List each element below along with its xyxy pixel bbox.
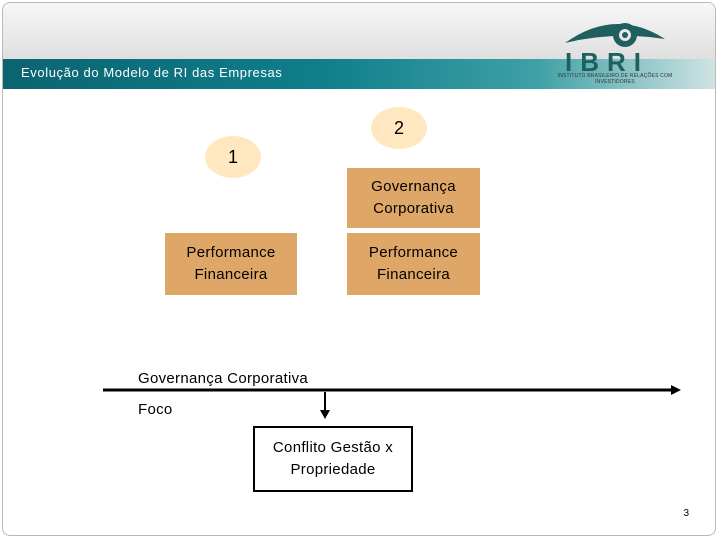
stage-2-number: 2 — [371, 107, 427, 149]
stage-1-performance-financeira: Performance Financeira — [165, 233, 297, 295]
stage-2-governanca-corporativa: Governança Corporativa — [347, 168, 480, 228]
logo-tagline: INSTITUTO BRASILEIRO DE RELAÇÕES COM INV… — [557, 73, 673, 85]
focus-label: Foco — [138, 401, 173, 418]
eye-logo-icon: IBRI — [565, 23, 665, 77]
stage-1-number: 1 — [205, 136, 261, 178]
focus-arrow-icon — [320, 410, 330, 419]
timeline-label: Governança Corporativa — [138, 370, 309, 387]
stage-2-performance-financeira: Performance Financeira — [347, 233, 480, 295]
focus-box: Conflito Gestão x Propriedade — [253, 426, 413, 492]
timeline-arrow-icon — [671, 385, 681, 395]
logo-text: IBRI — [565, 47, 649, 77]
connector-lines — [103, 385, 681, 419]
header-strip — [3, 59, 715, 89]
page-number: 3 — [683, 508, 689, 519]
slide-title: Evolução do Modelo de RI das Empresas — [21, 65, 283, 80]
ibri-logo: IBRI — [545, 13, 685, 83]
